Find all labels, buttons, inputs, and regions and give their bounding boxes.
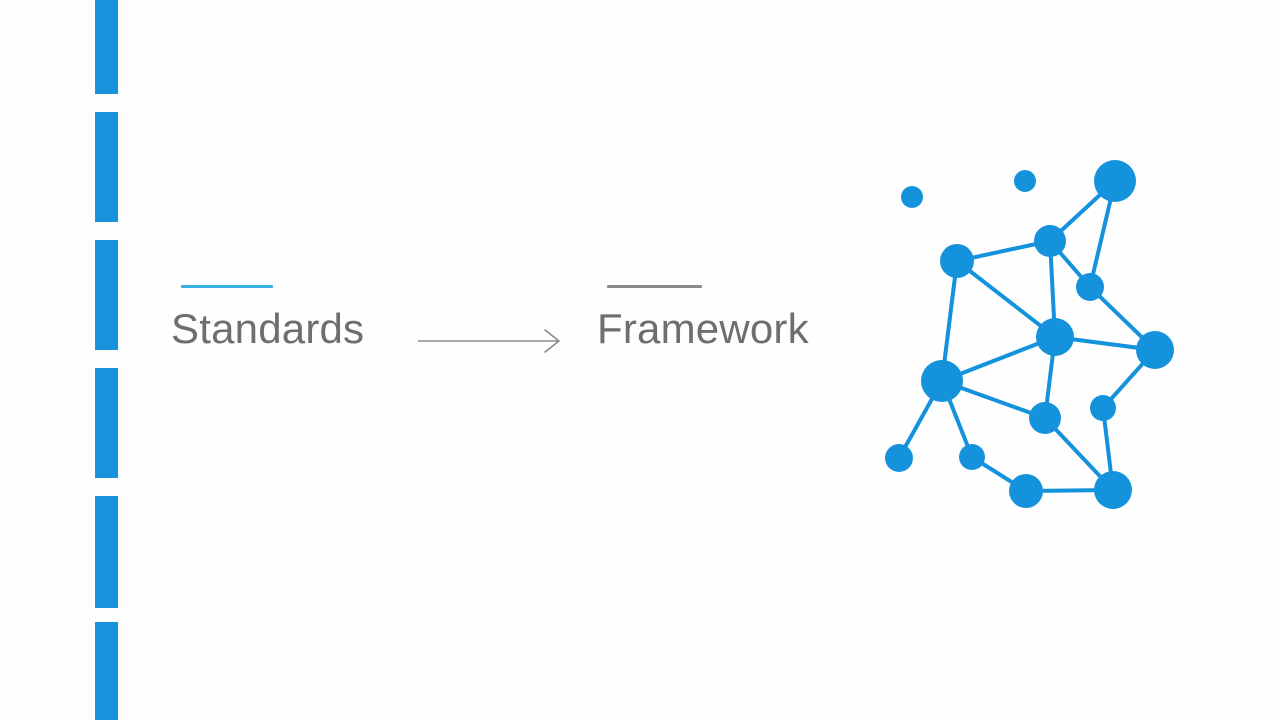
accent-bar-segment-3 bbox=[95, 240, 118, 350]
graph-node-n10 bbox=[1090, 395, 1116, 421]
flow-group: Standards Framework bbox=[170, 285, 870, 385]
graph-node-n2 bbox=[1014, 170, 1036, 192]
graph-node-n8 bbox=[1136, 331, 1174, 369]
accent-bar-segment-1 bbox=[95, 0, 118, 94]
accent-bar-segment-6 bbox=[95, 622, 118, 720]
graph-node-n4 bbox=[1034, 225, 1066, 257]
graph-node-n9 bbox=[921, 360, 963, 402]
accent-bar-segment-2 bbox=[95, 112, 118, 222]
graph-node-n5 bbox=[940, 244, 974, 278]
graph-node-n12 bbox=[885, 444, 913, 472]
standards-label: Standards bbox=[171, 305, 365, 352]
network-graph bbox=[885, 160, 1174, 509]
graph-node-n3 bbox=[1094, 160, 1136, 202]
graph-node-n11 bbox=[1029, 402, 1061, 434]
standards-rule bbox=[181, 285, 273, 288]
graph-node-n6 bbox=[1076, 273, 1104, 301]
standards-block: Standards bbox=[171, 285, 364, 352]
framework-block: Framework bbox=[597, 285, 809, 352]
framework-label: Framework bbox=[597, 305, 809, 352]
graph-node-n7 bbox=[1036, 318, 1074, 356]
accent-bar-segment-5 bbox=[95, 496, 118, 608]
graph-node-n15 bbox=[1094, 471, 1132, 509]
graph-node-n1 bbox=[901, 186, 923, 208]
accent-bar-segment-4 bbox=[95, 368, 118, 478]
graph-node-n14 bbox=[1009, 474, 1043, 508]
graph-nodes bbox=[885, 160, 1174, 509]
graph-edge bbox=[955, 259, 1057, 339]
right-arrow-icon bbox=[418, 329, 561, 353]
graph-node-n13 bbox=[959, 444, 985, 470]
graph-edges bbox=[897, 179, 1157, 493]
left-accent-bar bbox=[95, 0, 118, 720]
framework-rule bbox=[607, 285, 702, 288]
